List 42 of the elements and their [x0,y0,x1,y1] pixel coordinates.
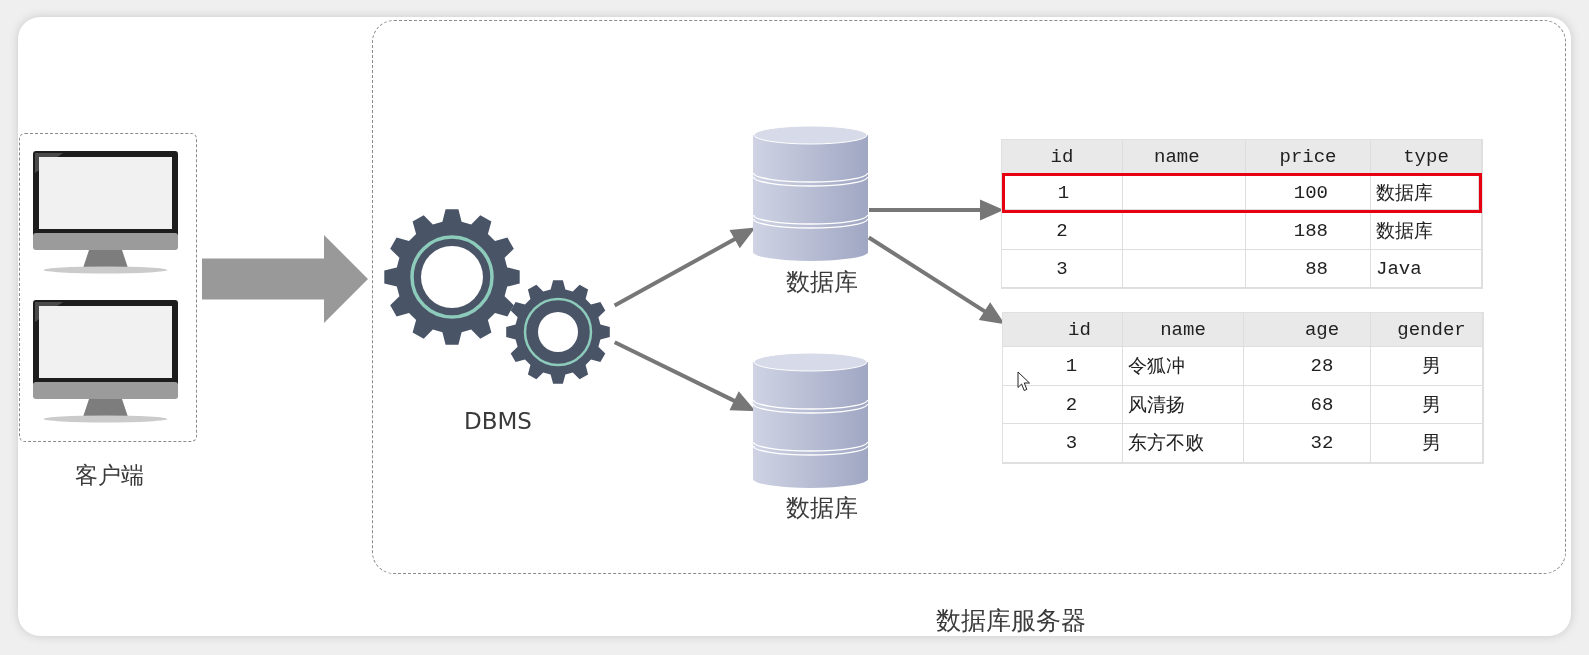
label: 客户端 [74,462,144,490]
header-cell: type [1371,140,1482,174]
table-cell: 1 [1005,176,1123,210]
label: 数据库 [786,494,858,523]
table-cell: Java [1371,250,1482,288]
table-cell: 数据库 [1371,176,1479,210]
table-cell: 100 [1246,176,1371,210]
arrow [866,235,1003,324]
arrow [612,227,754,308]
header-cell: name [1123,313,1244,347]
table-cell: 男 [1371,386,1483,424]
table-cell: 188 [1246,212,1371,250]
header-cell: age [1244,313,1371,347]
table-cell: 1 [1003,347,1123,386]
table-cell: 男 [1371,347,1483,386]
arrow [612,340,754,411]
arrow [867,200,1001,221]
table-cell: 男 [1371,424,1483,463]
header-cell: id [1003,313,1123,347]
label: 数据库 [786,268,858,297]
header-cell: name [1123,140,1246,174]
table-cell: 风清扬 [1123,386,1244,424]
highlight-box [1002,173,1482,213]
table-cell: 3 [1002,250,1123,288]
header-cell: price [1246,140,1371,174]
table-cell: 68 [1244,386,1371,424]
data-table [1003,313,1483,463]
table-cell: 数据库 [1371,212,1482,250]
table-cell: 令狐冲 [1123,347,1244,386]
header-cell: id [1002,140,1123,174]
label: DBMS [464,408,532,436]
table-cell: 3 [1003,424,1123,463]
table-cell: 东方不败 [1123,424,1244,463]
data-table [1002,140,1482,288]
table-cell: 28 [1244,347,1371,386]
label: 数据库服务器 [936,606,1086,636]
table-cell: 32 [1244,424,1371,463]
block-arrow [202,235,368,323]
table-cell: 88 [1246,250,1371,288]
header-cell: gender [1371,313,1483,347]
table-cell: 2 [1003,386,1123,424]
table-cell: 2 [1002,212,1123,250]
